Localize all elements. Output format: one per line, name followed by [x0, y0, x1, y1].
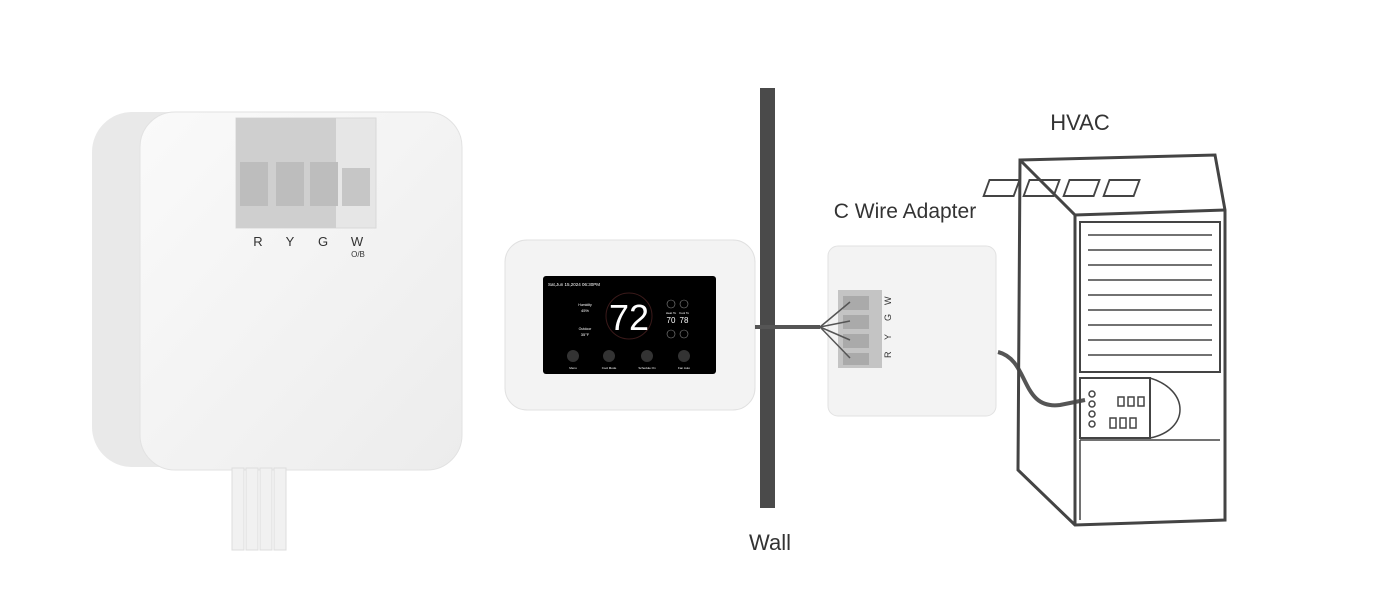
heat-down-button[interactable] [666, 329, 676, 339]
cool-up-button[interactable] [679, 299, 689, 309]
cool-mode-label: Cool Mode [602, 366, 617, 370]
outdoor-value: 35°F [581, 332, 590, 337]
adapter-label: C Wire Adapter [834, 200, 976, 223]
screen-datetime: Sat,Jun 15,2024 06:30PM [548, 282, 600, 287]
terminal-w: W [351, 234, 364, 249]
menu-button[interactable] [567, 350, 579, 362]
c-wire-adapter: R Y G W [819, 245, 997, 417]
small-terminal-g: G [883, 314, 893, 321]
screen-temperature: 72 [609, 297, 649, 338]
humidity-label: Humidity [578, 303, 592, 307]
terminal-g: G [318, 234, 328, 249]
small-terminal-w: W [883, 296, 893, 305]
fan-label: Fan Auto [678, 366, 690, 370]
terminal-y: Y [286, 234, 295, 249]
small-terminal-r: R [883, 351, 893, 358]
cool-label: Cool To [679, 311, 689, 315]
cool-mode-button[interactable] [603, 350, 615, 362]
small-terminal-y: Y [883, 334, 893, 340]
schedule-button[interactable] [641, 350, 653, 362]
wall [760, 88, 775, 508]
heat-up-button[interactable] [666, 299, 676, 309]
hvac-unit [982, 153, 1227, 527]
hvac-label: HVAC [1050, 110, 1110, 135]
menu-label: Menu [569, 366, 577, 370]
outdoor-label: Outdoor [579, 327, 592, 331]
wall-label: Wall [749, 530, 791, 555]
cool-value: 78 [680, 316, 689, 325]
thermostat: Sat,Jun 15,2024 06:30PM 72 Humidity 45% … [504, 239, 756, 411]
adapter-closeup: R Y G W O/B [92, 111, 463, 551]
terminal-block [240, 162, 370, 206]
hvac-cable [997, 350, 1086, 408]
cool-down-button[interactable] [679, 329, 689, 339]
fan-button[interactable] [678, 350, 690, 362]
screen-buttons: Menu Cool Mode Schedule On Fan Auto [567, 350, 690, 370]
terminal-w-sub: O/B [351, 250, 365, 259]
schedule-label: Schedule On [638, 366, 656, 370]
adapter-wires [231, 467, 287, 551]
terminal-r: R [253, 234, 262, 249]
heat-label: Heat To [666, 311, 677, 315]
heat-value: 70 [667, 316, 676, 325]
humidity-value: 45% [581, 308, 589, 313]
